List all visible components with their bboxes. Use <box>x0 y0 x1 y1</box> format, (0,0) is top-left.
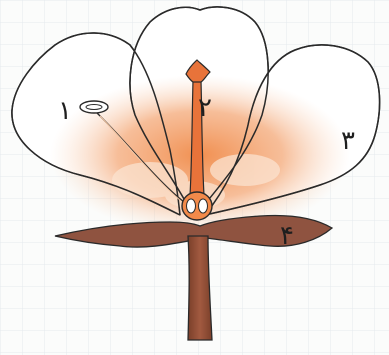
label-pistil: ۲ <box>198 95 212 121</box>
label-sepal: ۴ <box>280 223 294 249</box>
stamen-anther <box>80 101 108 113</box>
label-petal: ۳ <box>341 128 355 154</box>
label-stamen: ۱ <box>58 98 72 124</box>
stem <box>188 236 212 340</box>
